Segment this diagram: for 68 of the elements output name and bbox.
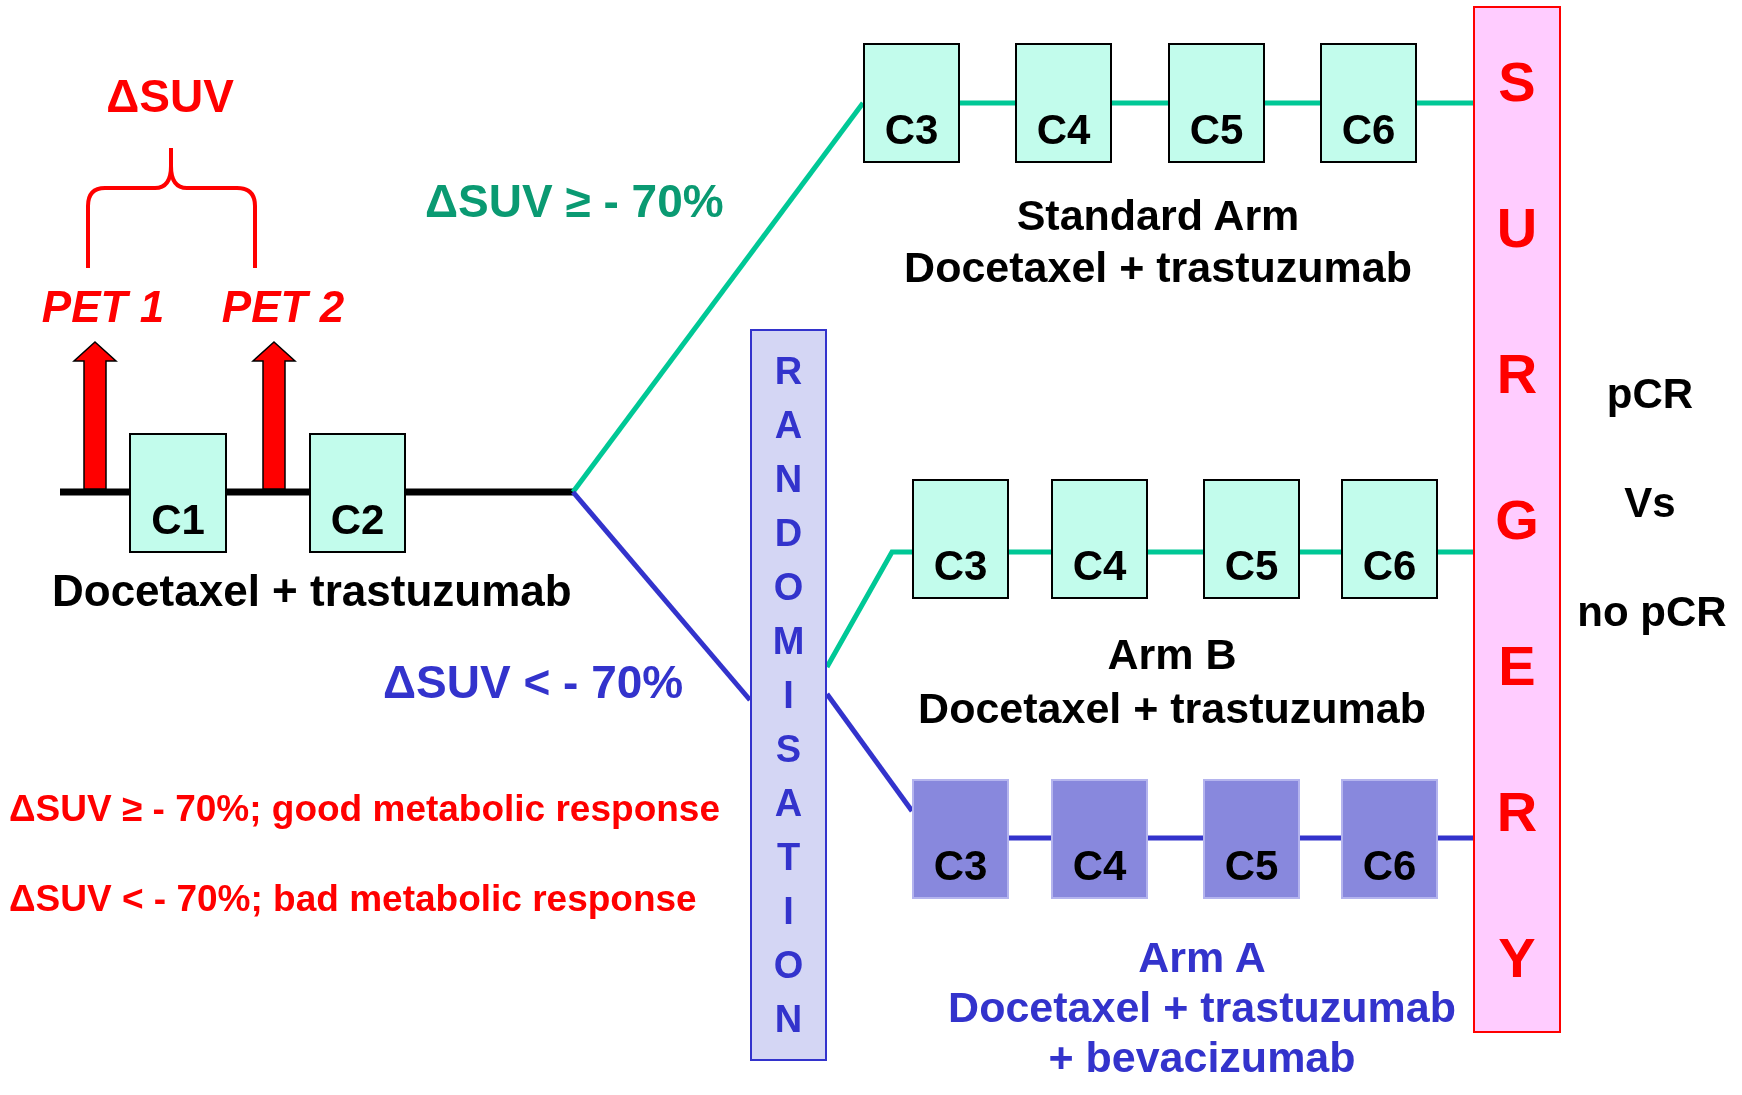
arm-title: Arm B — [1106, 630, 1238, 680]
cycle-label: C3 — [884, 109, 939, 151]
connector-line — [1417, 100, 1473, 106]
cycle-label: C5 — [1189, 109, 1244, 151]
cycle-box — [309, 433, 406, 553]
branch-condition: ΔSUV < - 70% — [383, 656, 684, 709]
cycle-label: C6 — [1362, 845, 1417, 887]
regimen-label: + bevacizumab — [1047, 1033, 1357, 1083]
note: ΔSUV < - 70%; bad metabolic response — [9, 878, 697, 921]
regimen-label: Docetaxel + trastuzumab — [947, 983, 1457, 1033]
cycle-box — [1203, 479, 1300, 599]
connector-line — [227, 488, 309, 496]
cycle-label: C3 — [933, 845, 988, 887]
cycle-label: C5 — [1224, 845, 1279, 887]
cycle-box — [1015, 43, 1112, 163]
cycle-label: C6 — [1341, 109, 1396, 151]
connector-line — [1148, 835, 1203, 841]
cycle-label: C4 — [1072, 545, 1127, 587]
cycle-box — [863, 43, 960, 163]
connector-line — [571, 490, 752, 702]
cycle-label: C4 — [1072, 845, 1127, 887]
outcome-label: pCR — [1605, 370, 1695, 419]
block-arrow — [72, 341, 118, 490]
cycle-box — [129, 433, 227, 553]
pet-label: PET 1 — [38, 282, 168, 333]
timeline-line — [406, 488, 573, 496]
connector-line — [1265, 100, 1320, 106]
connector-line — [1300, 549, 1341, 555]
delta-suv-label: ΔSUV — [105, 70, 235, 123]
cycle-box — [912, 779, 1009, 899]
regimen-label: Docetaxel + trastuzumab — [903, 243, 1413, 293]
cycle-box — [1051, 479, 1148, 599]
cycle-box — [1168, 43, 1265, 163]
cycle-box — [1203, 779, 1300, 899]
cycle-label: C6 — [1362, 545, 1417, 587]
regimen-label: Docetaxel + trastuzumab — [52, 566, 572, 617]
connector-line — [1009, 549, 1051, 555]
note: ΔSUV ≥ - 70%; good metabolic response — [9, 788, 720, 831]
outcome-label: Vs — [1623, 479, 1677, 528]
connector-line — [1009, 835, 1051, 841]
surgery-bar — [1473, 6, 1561, 1033]
vertical-label: RANDOMISATION — [772, 349, 805, 1042]
cycle-label: C3 — [933, 545, 988, 587]
cycle-box — [912, 479, 1009, 599]
outcome-label: no pCR — [1576, 588, 1728, 637]
cycle-label: C5 — [1224, 545, 1279, 587]
arm-title: Standard Arm — [1015, 191, 1301, 241]
cycle-box — [1341, 779, 1438, 899]
randomisation-bar — [750, 329, 827, 1061]
connector-line — [571, 101, 865, 494]
connector-line — [1438, 549, 1473, 555]
branch-condition: ΔSUV ≥ - 70% — [425, 175, 724, 228]
cycle-box — [1320, 43, 1417, 163]
vertical-label: SURGERY — [1494, 48, 1540, 991]
cycle-label: C1 — [151, 499, 205, 541]
connector-line — [960, 100, 1015, 106]
connector-line — [1148, 549, 1203, 555]
connector-line — [1112, 100, 1168, 106]
block-arrow — [251, 341, 297, 490]
pet-label: PET 2 — [218, 282, 348, 333]
connector-line — [1300, 835, 1341, 841]
cycle-label: C2 — [330, 499, 385, 541]
connector-line — [1438, 835, 1473, 841]
cycle-label: C4 — [1036, 109, 1091, 151]
regimen-label: Docetaxel + trastuzumab — [917, 684, 1427, 734]
arm-title: Arm A — [1137, 933, 1267, 983]
cycle-box — [1341, 479, 1438, 599]
cycle-box — [1051, 779, 1148, 899]
